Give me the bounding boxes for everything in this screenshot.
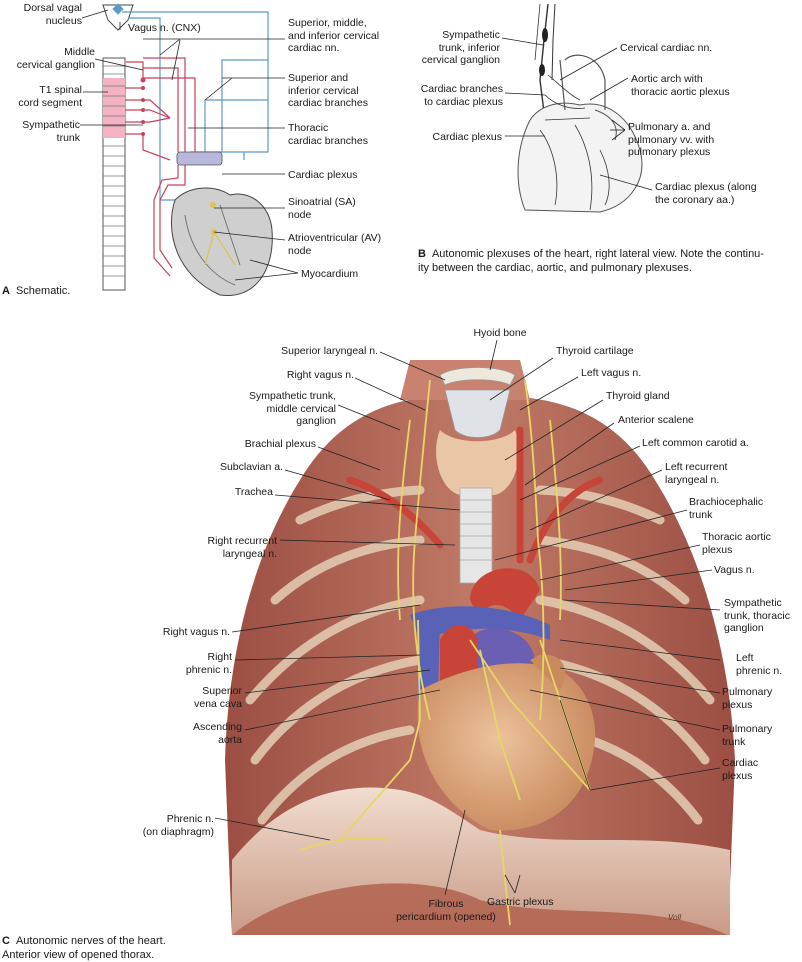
- label-superior-inferior-cervical-cardiac-branches: Superior and inferior cervical cardiac b…: [288, 72, 368, 109]
- thyroid-cartilage: [444, 389, 511, 438]
- label-right-vagus-n-top: Right vagus n.: [286, 369, 354, 381]
- label-cardiac-plexus-a: Cardiac plexus: [288, 169, 358, 181]
- cardiac-plexus-bar: [176, 151, 223, 166]
- label-superior-laryngeal-n: Superior laryngeal n.: [281, 345, 378, 357]
- label-cardiac-plexus-b: Cardiac plexus: [432, 131, 502, 143]
- label-thoracic-cardiac-branches: Thoracic cardiac branches: [288, 122, 368, 147]
- caption-c-text: Autonomic nerves of the heart. Anterior …: [2, 935, 166, 961]
- label-t1-spinal-cord-segment: T1 spinal cord segment: [18, 84, 82, 109]
- label-phrenic-n-diaphragm: Phrenic n. (on diaphragm): [142, 813, 214, 838]
- label-hyoid-bone: Hyoid bone: [473, 327, 527, 339]
- label-left-recurrent-laryngeal-n: Left recurrent laryngeal n.: [665, 461, 728, 486]
- vagal-fibres: [122, 11, 269, 201]
- caption-c-letter: C: [2, 935, 10, 947]
- label-subclavian-a: Subclavian a.: [219, 461, 283, 473]
- label-right-recurrent-laryngeal-n: Right recurrent laryngeal n.: [207, 535, 277, 560]
- caption-a-letter: A: [2, 285, 10, 297]
- schematic-heart: [170, 187, 273, 297]
- panel-c-illustration: [225, 360, 735, 935]
- label-cardiac-plexus-coronary: Cardiac plexus (along the coronary aa.): [655, 181, 757, 206]
- label-dorsal-vagal-nucleus: Dorsal vagal nucleus: [23, 2, 82, 27]
- label-sympathetic-trunk: Sympathetic trunk: [22, 119, 80, 144]
- label-gastric-plexus: Gastric plexus: [487, 896, 554, 908]
- label-sympathetic-trunk-thoracic-ganglion: Sympathetic trunk, thoracic ganglion: [724, 597, 790, 634]
- sympathetic-ganglia: [140, 77, 146, 136]
- caption-b-letter: B: [418, 248, 426, 260]
- label-sympathetic-trunk-inferior-cervical-ganglion: Sympathetic trunk, inferior cervical gan…: [421, 29, 500, 66]
- label-vagus-n-cnx: Vagus n. (CNX): [128, 22, 201, 34]
- nerves: [299, 379, 591, 926]
- label-fibrous-pericardium: Fibrous pericardium (opened): [396, 898, 496, 923]
- label-sinoatrial-node: Sinoatrial (SA) node: [288, 196, 356, 221]
- label-left-common-carotid-a: Left common carotid a.: [642, 437, 749, 449]
- aortic-arch: [470, 568, 540, 620]
- label-pulmonary-a-vv-plexus: Pulmonary a. and pulmonary vv. with pulm…: [628, 121, 715, 158]
- brachiocephalic-vein: [410, 606, 550, 640]
- arteries: [346, 426, 604, 564]
- label-brachial-plexus: Brachial plexus: [244, 438, 316, 450]
- label-thoracic-aortic-plexus: Thoracic aortic plexus: [702, 531, 771, 556]
- label-thyroid-gland: Thyroid gland: [606, 390, 670, 402]
- sympathetic-chain-b: [539, 3, 549, 121]
- label-thyroid-cartilage: Thyroid cartilage: [556, 345, 634, 357]
- label-cardiac-plexus-c: Cardiac plexus: [722, 757, 759, 782]
- label-trachea: Trachea: [234, 486, 273, 498]
- hyoid-bone: [439, 367, 516, 386]
- label-anterior-scalene: Anterior scalene: [618, 414, 694, 426]
- label-middle-cervical-ganglion: Middle cervical ganglion: [16, 46, 95, 71]
- label-pulmonary-plexus: Pulmonary plexus: [722, 686, 773, 711]
- label-right-phrenic-n: Right phrenic n.: [185, 651, 232, 676]
- label-atrioventricular-node: Atrioventricular (AV) node: [288, 232, 382, 257]
- label-sympathetic-trunk-middle-cervical-ganglion: Sympathetic trunk, middle cervical gangl…: [249, 390, 336, 427]
- sympathetic-fibres: [125, 57, 196, 277]
- thyroid-gland: [436, 430, 519, 495]
- caption-a: A Schematic.: [2, 284, 70, 298]
- spinal-cord: [102, 57, 126, 291]
- label-aortic-arch-thoracic-aortic-plexus: Aortic arch with thoracic aortic plexus: [631, 73, 730, 98]
- label-right-vagus-n: Right vagus n.: [162, 626, 230, 638]
- label-left-vagus-n: Left vagus n.: [581, 367, 642, 379]
- caption-b-text: Autonomic plexuses of the heart, right l…: [418, 248, 764, 274]
- label-vagus-n: Vagus n.: [714, 564, 755, 576]
- label-left-phrenic-n: Left phrenic n.: [736, 652, 783, 677]
- caption-a-text: Schematic.: [15, 285, 71, 297]
- artist-signature: Voll: [668, 913, 682, 922]
- label-brachiocephalic-trunk: Brachiocephalic trunk: [689, 496, 764, 521]
- label-myocardium: Myocardium: [301, 268, 359, 280]
- panel-a-schematic: [102, 3, 273, 297]
- label-ascending-aorta: Ascending aorta: [192, 721, 242, 746]
- brainstem-outline: [102, 4, 134, 31]
- label-cervical-cardiac-nn: Cervical cardiac nn.: [620, 42, 713, 54]
- label-pulmonary-trunk: Pulmonary trunk: [722, 723, 773, 748]
- heart-c: [417, 663, 596, 831]
- label-superior-middle-inferior-cervical-cardiac-nn: Superior, middle, and inferior cervical …: [288, 17, 380, 54]
- label-cardiac-branches-to-cardiac-plexus: Cardiac branches to cardiac plexus: [420, 83, 503, 108]
- label-superior-vena-cava: Superior vena cava: [194, 685, 242, 710]
